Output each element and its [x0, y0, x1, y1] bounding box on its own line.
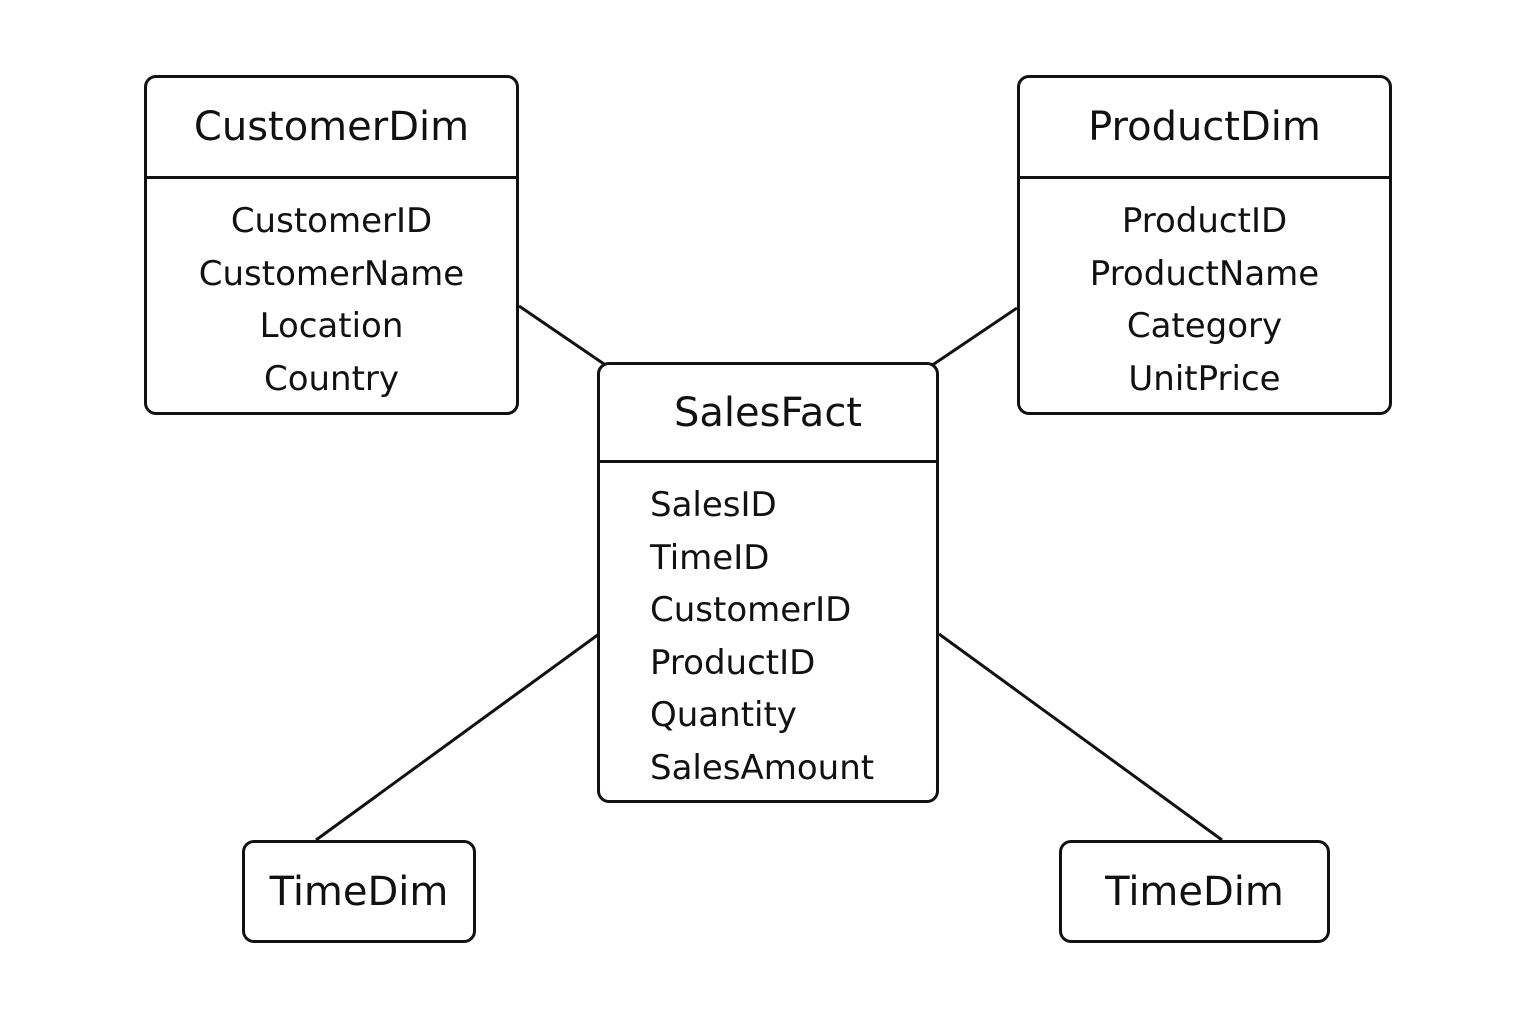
customer-dim-field: Country	[263, 358, 400, 399]
sales-fact-fields: SalesID TimeID CustomerID ProductID Quan…	[600, 463, 936, 794]
sales-fact-table: SalesFact SalesID TimeID CustomerID Prod…	[597, 362, 939, 803]
connector-timedim-right-sales	[938, 632, 1223, 842]
customer-dim-field: Location	[259, 306, 404, 346]
sales-fact-field: SalesID	[650, 485, 777, 525]
product-dim-field: UnitPrice	[1128, 358, 1281, 399]
product-dim-fields: ProductID ProductName Category UnitPrice	[1020, 179, 1389, 405]
product-dim-title: ProductDim	[1020, 78, 1389, 179]
sales-fact-field: ProductID	[650, 642, 816, 683]
time-dim-left-table: TimeDim	[242, 840, 476, 943]
product-dim-field: ProductName	[1089, 253, 1320, 294]
connector-product-sales	[930, 306, 1018, 368]
sales-fact-field: Quantity	[650, 695, 797, 735]
product-dim-field: ProductID	[1121, 201, 1288, 241]
sales-fact-title: SalesFact	[600, 365, 936, 463]
product-dim-field: Category	[1126, 306, 1283, 346]
customer-dim-fields: CustomerID CustomerName Location Country	[147, 179, 516, 405]
time-dim-right-table: TimeDim	[1059, 840, 1330, 943]
sales-fact-field: SalesAmount	[650, 747, 875, 788]
customer-dim-field: CustomerID	[230, 201, 433, 241]
customer-dim-field: CustomerName	[198, 253, 465, 294]
time-dim-right-title: TimeDim	[1105, 868, 1284, 915]
product-dim-table: ProductDim ProductID ProductName Categor…	[1017, 75, 1392, 415]
time-dim-left-title: TimeDim	[269, 868, 449, 915]
connector-customer-sales	[518, 304, 605, 366]
sales-fact-field: CustomerID	[650, 590, 852, 630]
customer-dim-title: CustomerDim	[147, 78, 516, 179]
connector-timedim-left-sales	[315, 632, 600, 842]
customer-dim-table: CustomerDim CustomerID CustomerName Loca…	[144, 75, 519, 415]
sales-fact-field: TimeID	[650, 537, 770, 578]
